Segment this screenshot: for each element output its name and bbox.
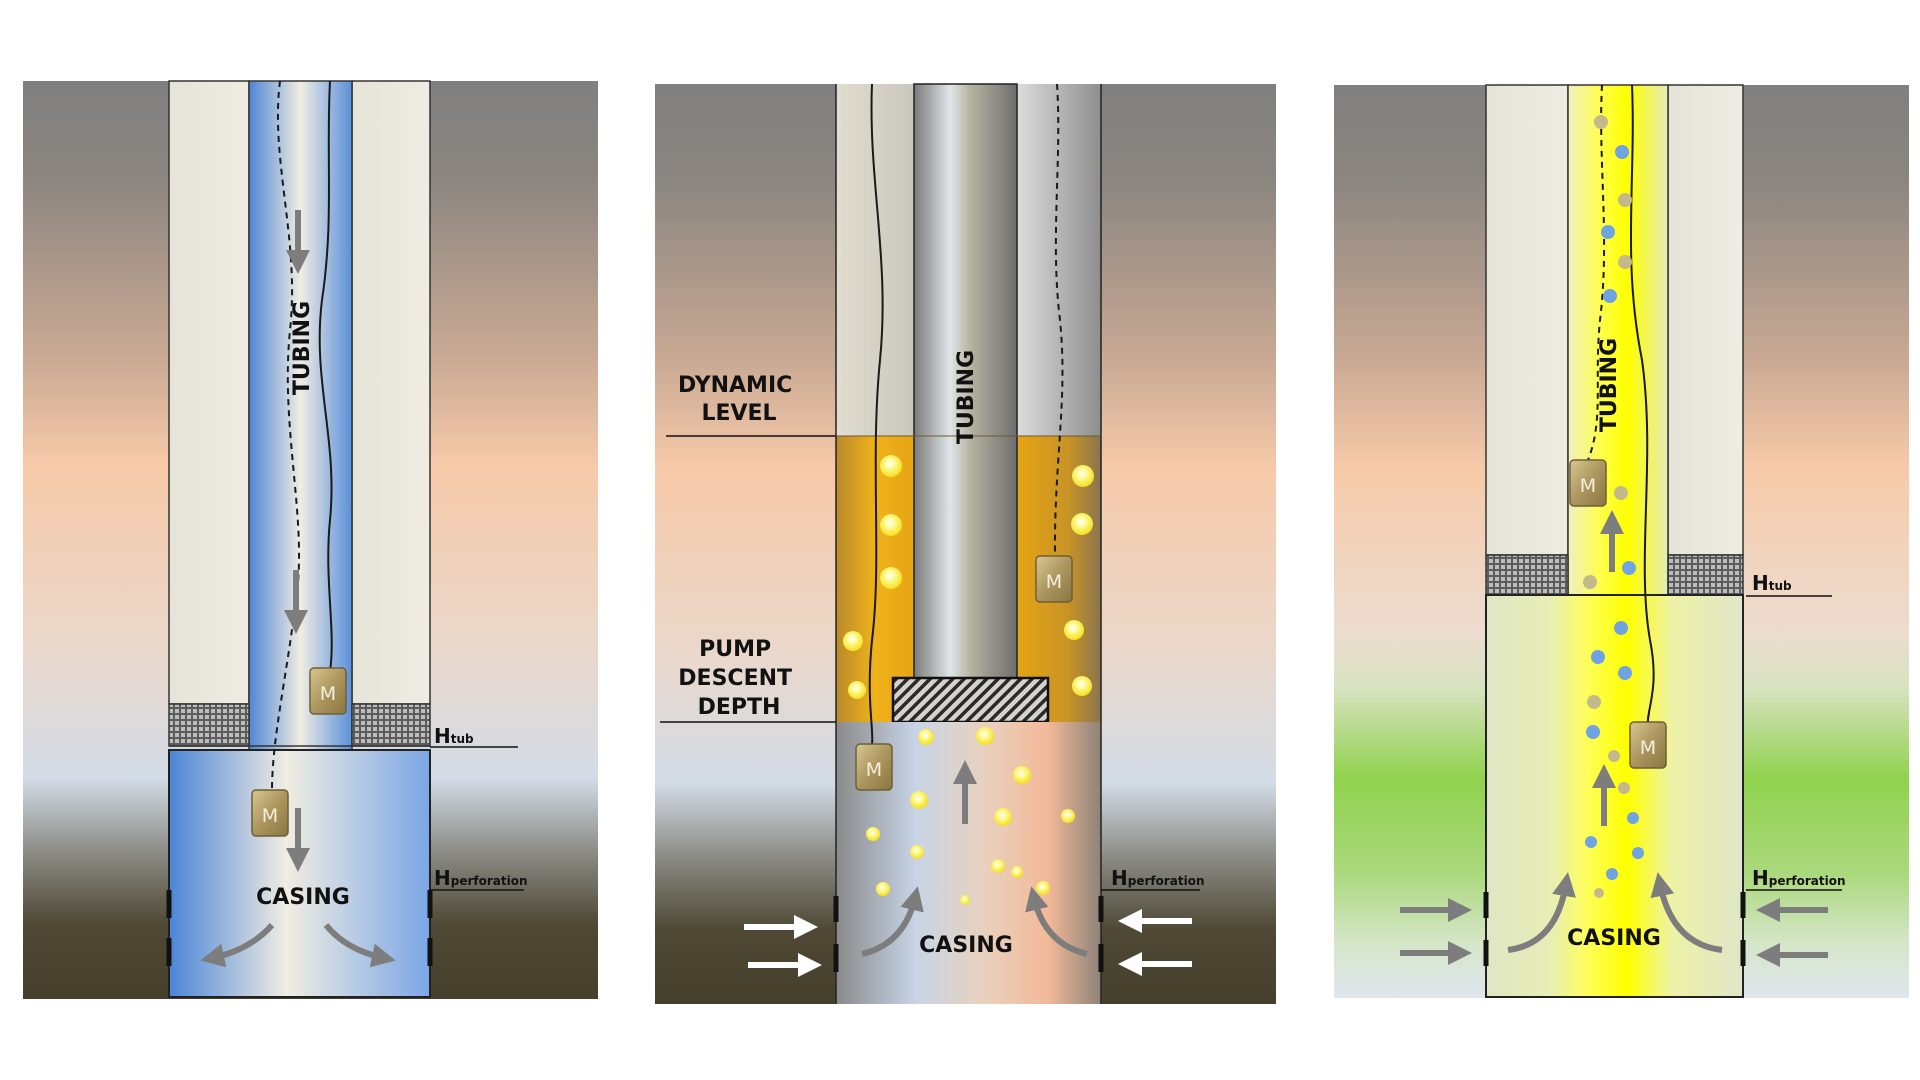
panel1-hperf-label: Hperforation (434, 866, 528, 890)
panel2-gauge-casing: M (855, 743, 893, 791)
svg-text:M: M (1640, 737, 1656, 759)
panel2-oil-droplets (843, 455, 1094, 905)
panel3-casing (1485, 594, 1744, 998)
panel1-casing-label: CASING (256, 885, 350, 910)
panel1-cable-dashed (271, 80, 301, 791)
panel1-htub-label: Htub (434, 724, 474, 748)
svg-text:M: M (1580, 475, 1596, 497)
panel1-tubing-label: TUBING (290, 301, 315, 395)
panel2-dynamic-level-label: DYNAMIC LEVEL (678, 373, 800, 426)
panel2-perforations (833, 896, 1104, 972)
svg-text:M: M (1046, 571, 1062, 593)
panel1-annulus-left (168, 80, 250, 705)
panel2-pump (891, 676, 1050, 724)
panel1-perforations (166, 890, 433, 966)
panel3-packer-right (1667, 554, 1744, 596)
panel3-htub-label: Htub (1752, 571, 1792, 595)
panel2-casing-label: CASING (919, 933, 1013, 958)
panel1-gauge-casing: M (251, 789, 289, 837)
panel2-flow-arrows (744, 760, 1192, 977)
panel3-gauge-tubing: M (1569, 459, 1607, 507)
panel1-flow-arrows (200, 210, 396, 968)
panel3-tubing-label: TUBING (1597, 338, 1622, 432)
svg-text:M: M (262, 805, 278, 827)
panel2-pump-depth-label: PUMP DESCENT DEPTH (678, 637, 799, 720)
panel2-tubing (913, 83, 1018, 679)
panel3-gauge-casing: M (1629, 721, 1667, 769)
svg-text:M: M (866, 759, 882, 781)
panel-production-well: DYNAMIC LEVEL PUMP DESCENT DEPTH M (655, 83, 1276, 1004)
panel3-packer-left (1485, 554, 1569, 596)
panel3-flow-arrows (1400, 510, 1828, 967)
panel3-perforations (1483, 892, 1746, 966)
panel2-tubing-label: TUBING (954, 350, 979, 444)
panel1-tubing (248, 80, 353, 751)
panel2-gauge-annulus: M (1035, 555, 1073, 603)
panel1-gauge-tubing: M (309, 667, 347, 715)
panel3-particles (1583, 115, 1644, 898)
panel1-casing (168, 749, 431, 998)
panel1-packer-left (168, 703, 250, 747)
panel-injection-well: M M TUBING CASING Htub Hperforation (23, 80, 598, 999)
panel2-hperf-label: Hperforation (1111, 866, 1205, 890)
panel2-cable-solid (868, 83, 884, 745)
panel3-annulus-right (1667, 84, 1744, 556)
panel1-annulus-right (351, 80, 431, 705)
panel3-annulus-left (1485, 84, 1569, 556)
panel2-annulus-right-upper (1017, 84, 1101, 436)
panel3-casing-label: CASING (1567, 926, 1661, 951)
panel1-packer-right (351, 703, 431, 747)
panel-flowing-well: M M TUBING CASING Htub Hperforation (1334, 84, 1909, 998)
panel3-cable-dashed (1587, 84, 1606, 461)
svg-text:M: M (320, 683, 336, 705)
panel3-hperf-label: Hperforation (1752, 866, 1846, 890)
panel2-annulus-left-upper (836, 84, 914, 436)
panel1-cable-solid (318, 80, 333, 673)
panel2-cable-dashed (1053, 83, 1064, 557)
